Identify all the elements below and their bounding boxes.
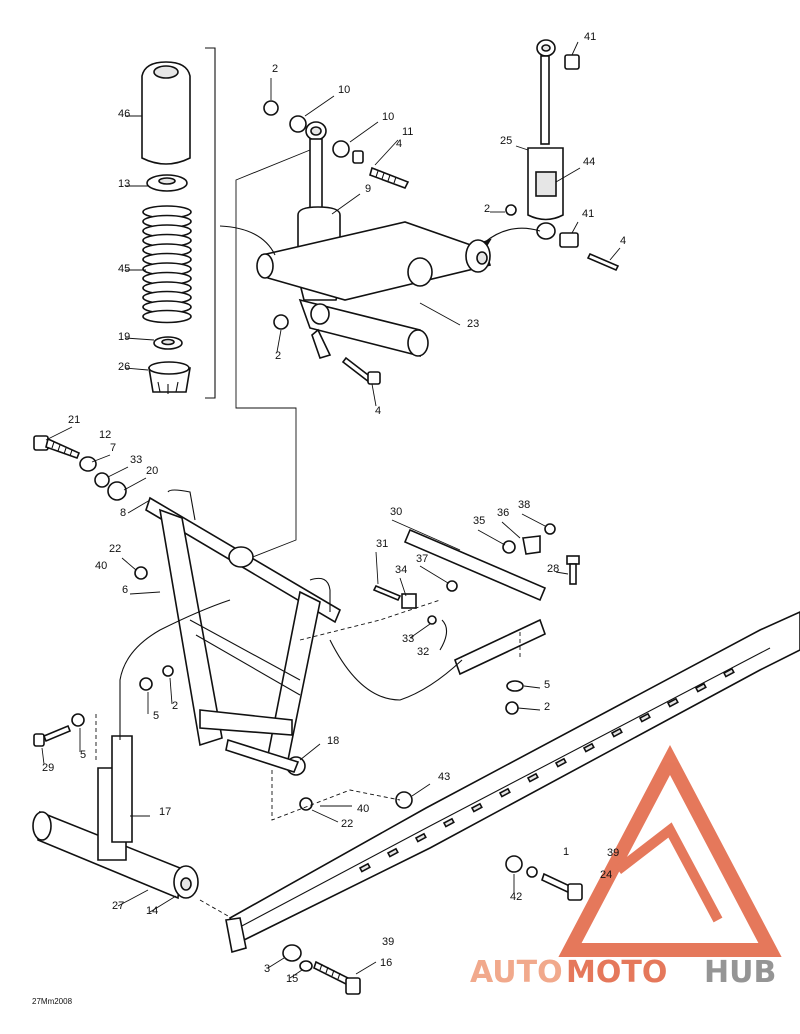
callout-c-4c: 4 xyxy=(375,405,381,417)
callout-c-2e: 2 xyxy=(172,700,178,712)
callout-c-33b: 33 xyxy=(402,633,414,645)
callout-c-8: 8 xyxy=(120,507,126,519)
callout-c-32: 32 xyxy=(417,646,429,658)
callout-c-40b: 40 xyxy=(357,803,369,815)
front-arm-part xyxy=(121,489,342,776)
link-curve xyxy=(219,225,276,256)
stopper-hardware xyxy=(299,513,580,715)
callout-c-26: 26 xyxy=(118,361,130,373)
callout-c-16: 16 xyxy=(380,957,392,969)
callout-c-9: 9 xyxy=(365,183,371,195)
callout-c-21: 21 xyxy=(68,414,80,426)
callout-c-43: 43 xyxy=(438,771,450,783)
callout-c-44: 44 xyxy=(583,156,595,168)
callout-c-33a: 33 xyxy=(130,454,142,466)
callout-c-24: 24 xyxy=(600,869,612,881)
callout-c-46: 46 xyxy=(118,108,130,120)
watermark-triangle-inner xyxy=(614,822,723,923)
top-bolt-hardware xyxy=(235,78,410,561)
callout-c-42: 42 xyxy=(510,891,522,903)
watermark-auto: AUTO xyxy=(470,955,563,990)
callout-c-13: 13 xyxy=(118,178,130,190)
callout-c-20: 20 xyxy=(146,465,158,477)
callout-c-11: 11 xyxy=(402,126,413,138)
callout-c-4a: 4 xyxy=(396,138,402,150)
callout-c-25: 25 xyxy=(500,135,512,147)
front-shock-exploded xyxy=(124,47,216,399)
callout-c-37: 37 xyxy=(416,553,428,565)
callout-c-2b: 2 xyxy=(484,203,490,215)
callout-c-41a: 41 xyxy=(584,31,596,43)
callout-c-45: 45 xyxy=(118,263,130,275)
callout-c-31: 31 xyxy=(376,538,388,550)
automotohub-watermark: AUTO MOTO HUB xyxy=(470,744,782,990)
rear-shock-part xyxy=(476,39,621,272)
callout-c-6: 6 xyxy=(122,584,128,596)
callout-c-27: 27 xyxy=(112,900,124,912)
watermark-moto: MOTO xyxy=(566,955,667,990)
spring-adjuster-part xyxy=(148,361,191,394)
callout-c-4b: 4 xyxy=(620,235,626,247)
callout-c-14: 14 xyxy=(146,905,158,917)
callout-c-17: 17 xyxy=(159,806,171,818)
callout-c-36: 36 xyxy=(497,507,509,519)
callout-c-5c: 5 xyxy=(80,749,86,761)
callout-c-12a: 12 xyxy=(99,429,111,441)
callout-c-15: 15 xyxy=(286,973,298,985)
coil-spring-part xyxy=(142,205,192,324)
callout-c-5a: 5 xyxy=(544,679,550,691)
watermark-hub: HUB xyxy=(704,955,776,990)
callout-c-10b: 10 xyxy=(382,111,394,123)
callout-c-10a: 10 xyxy=(338,84,350,96)
callout-c-2d: 2 xyxy=(544,701,550,713)
spring-seat-upper-part xyxy=(146,174,188,192)
callout-c-30: 30 xyxy=(390,506,402,518)
pivot-bolt-hardware xyxy=(33,426,151,514)
callout-c-18: 18 xyxy=(327,735,339,747)
slide-rail-part xyxy=(225,611,800,954)
callout-c-7: 7 xyxy=(110,442,116,454)
shock-boot-part xyxy=(141,61,191,165)
rear-arm-part xyxy=(32,665,199,913)
lower-bolt-hardware xyxy=(199,770,583,995)
callout-c-22a: 22 xyxy=(109,543,121,555)
callout-c-28: 28 xyxy=(547,563,559,575)
callout-c-5b: 5 xyxy=(153,710,159,722)
callout-c-41b: 41 xyxy=(582,208,594,220)
callout-c-2a: 2 xyxy=(272,63,278,75)
callout-c-2c: 2 xyxy=(275,350,281,362)
watermark-triangle xyxy=(558,744,782,957)
figure-id: 27Mm2008 xyxy=(32,997,73,1006)
callout-c-34: 34 xyxy=(395,564,407,576)
callout-c-35: 35 xyxy=(473,515,485,527)
upper-arm-part xyxy=(256,221,492,407)
callout-c-3: 3 xyxy=(264,963,270,975)
callout-c-39a: 39 xyxy=(607,847,619,859)
callout-c-19: 19 xyxy=(118,331,130,343)
dashed-loop xyxy=(329,639,463,701)
callout-c-22b: 22 xyxy=(341,818,353,830)
callout-c-23: 23 xyxy=(467,318,479,330)
callout-c-29: 29 xyxy=(42,762,54,774)
callout-c-40a: 40 xyxy=(95,560,107,572)
rail-holes xyxy=(358,667,735,873)
callout-c-39b: 39 xyxy=(382,936,394,948)
callout-c-38: 38 xyxy=(518,499,530,511)
spring-ring-part xyxy=(153,336,183,350)
callout-c-1: 1 xyxy=(563,846,569,858)
